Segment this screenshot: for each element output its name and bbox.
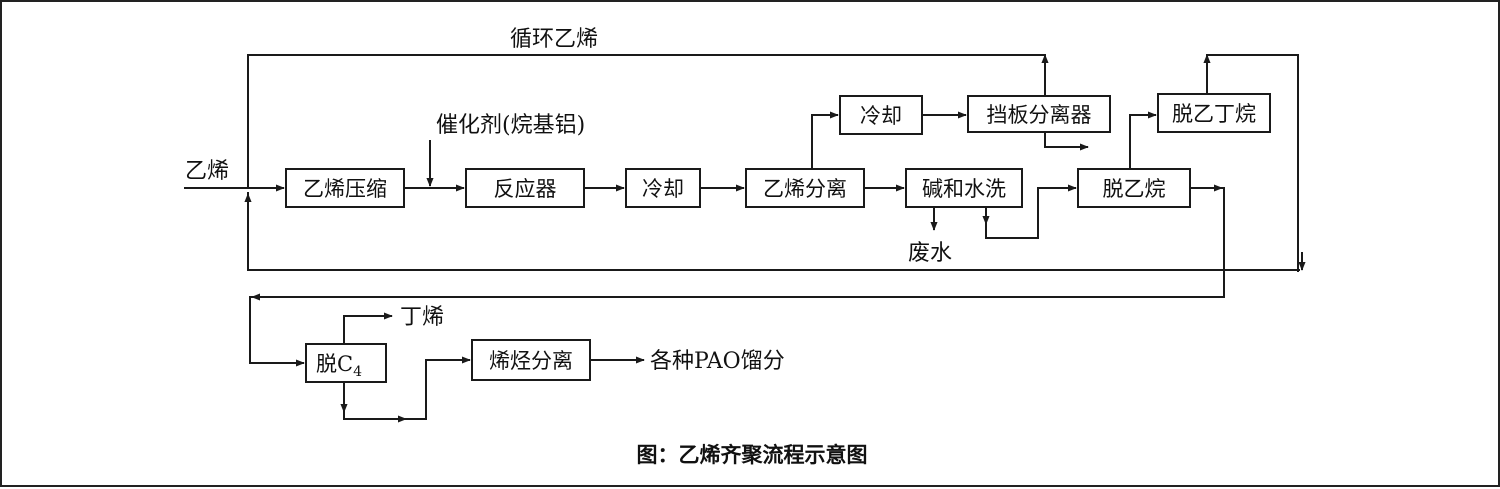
sep-to-cool2-line <box>811 111 839 169</box>
deethane-to-debutane-line <box>1129 111 1157 169</box>
box-label: 冷却 <box>642 177 684 201</box>
box-ethylene-separation: 乙烯分离 <box>745 168 865 208</box>
box-label-main: 脱C <box>316 352 353 376</box>
box-de-c4: 脱C4 <box>305 343 387 383</box>
recycle-top-line <box>247 54 1046 188</box>
box-baffle-separator: 挡板分离器 <box>967 95 1111 133</box>
box-label: 反应器 <box>494 177 557 201</box>
box-caustic-water-wash: 碱和水洗 <box>905 168 1023 208</box>
box-olefin-separation: 烯烃分离 <box>471 339 591 381</box>
recycle-bottom-line <box>247 192 1300 271</box>
box-label: 脱C4 <box>316 352 362 380</box>
box-ethylene-compression: 乙烯压缩 <box>285 168 405 208</box>
box-label: 脱乙丁烷 <box>1172 102 1256 126</box>
wash-to-deethane-line <box>985 184 1077 239</box>
baffle-bottom-outlet-line <box>1044 132 1089 151</box>
box-label: 挡板分离器 <box>987 103 1092 127</box>
box-label: 乙烯压缩 <box>303 177 387 201</box>
box-label: 脱乙烷 <box>1103 177 1166 201</box>
debutane-top-line <box>1206 54 1299 272</box>
box-label: 烯烃分离 <box>489 349 573 373</box>
label-ethylene-feed: 乙烯 <box>185 159 229 184</box>
box-reactor: 反应器 <box>465 168 585 208</box>
box-label: 乙烯分离 <box>763 177 847 201</box>
box-de-ethanizer: 脱乙烷 <box>1077 168 1191 208</box>
label-waste-water: 废水 <box>908 241 952 266</box>
dec4-to-butene-line <box>343 312 393 344</box>
label-pao-fractions: 各种PAO馏分 <box>650 349 785 374</box>
label-recycle-ethylene: 循环乙烯 <box>510 27 598 52</box>
figure-caption: 图：乙烯齐聚流程示意图 <box>636 443 868 467</box>
box-label: 冷却 <box>860 104 902 128</box>
box-cooler-1: 冷却 <box>625 168 701 208</box>
deethane-to-row2-line <box>249 187 1225 364</box>
box-de-ethyl-butane: 脱乙丁烷 <box>1157 93 1271 133</box>
box-label-subscript: 4 <box>353 364 362 380</box>
box-label: 碱和水洗 <box>922 177 1006 201</box>
box-cooler-2: 冷却 <box>839 95 923 135</box>
label-butene: 丁烯 <box>400 305 444 330</box>
label-catalyst: 催化剂(烷基铝) <box>436 113 585 138</box>
